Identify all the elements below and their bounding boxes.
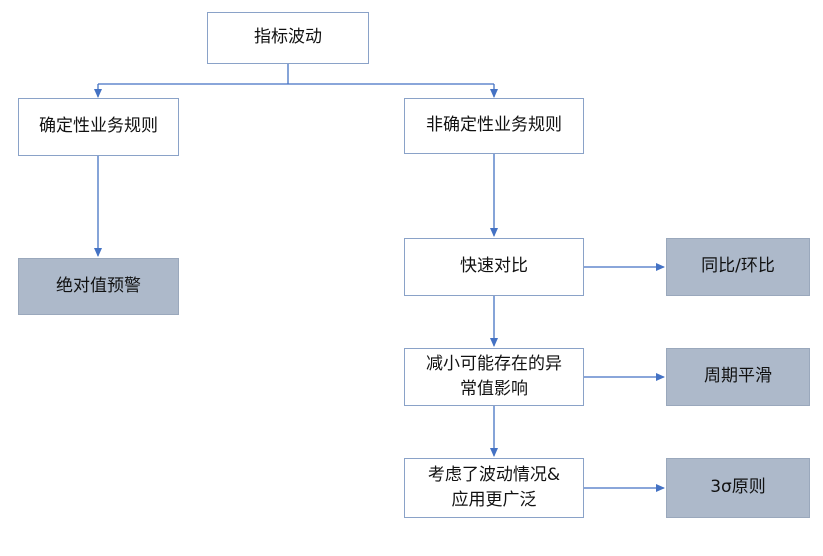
left-branch-label: 确定性业务规则 — [39, 116, 158, 137]
step2-result-node: 周期平滑 — [666, 348, 810, 406]
step1-result-node: 同比/环比 — [666, 238, 810, 296]
root-node: 指标波动 — [207, 12, 369, 64]
step3-node: 考虑了波动情况& 应用更广泛 — [404, 458, 584, 518]
step2-node: 减小可能存在的异 常值影响 — [404, 348, 584, 406]
step1-label: 快速对比 — [460, 256, 528, 277]
step3-result-label: 3σ原则 — [710, 477, 766, 498]
step3-result-node: 3σ原则 — [666, 458, 810, 518]
left-result-node: 绝对值预警 — [18, 258, 179, 315]
right-branch-label: 非确定性业务规则 — [426, 115, 562, 136]
step2-result-label: 周期平滑 — [704, 366, 772, 387]
step3-label: 考虑了波动情况& 应用更广泛 — [427, 464, 561, 511]
step1-node: 快速对比 — [404, 238, 584, 296]
left-result-label: 绝对值预警 — [56, 275, 141, 296]
step2-label: 减小可能存在的异 常值影响 — [426, 353, 562, 400]
root-label: 指标波动 — [254, 27, 322, 48]
step1-result-label: 同比/环比 — [701, 256, 775, 277]
right-branch-node: 非确定性业务规则 — [404, 98, 584, 154]
left-branch-node: 确定性业务规则 — [18, 98, 179, 156]
